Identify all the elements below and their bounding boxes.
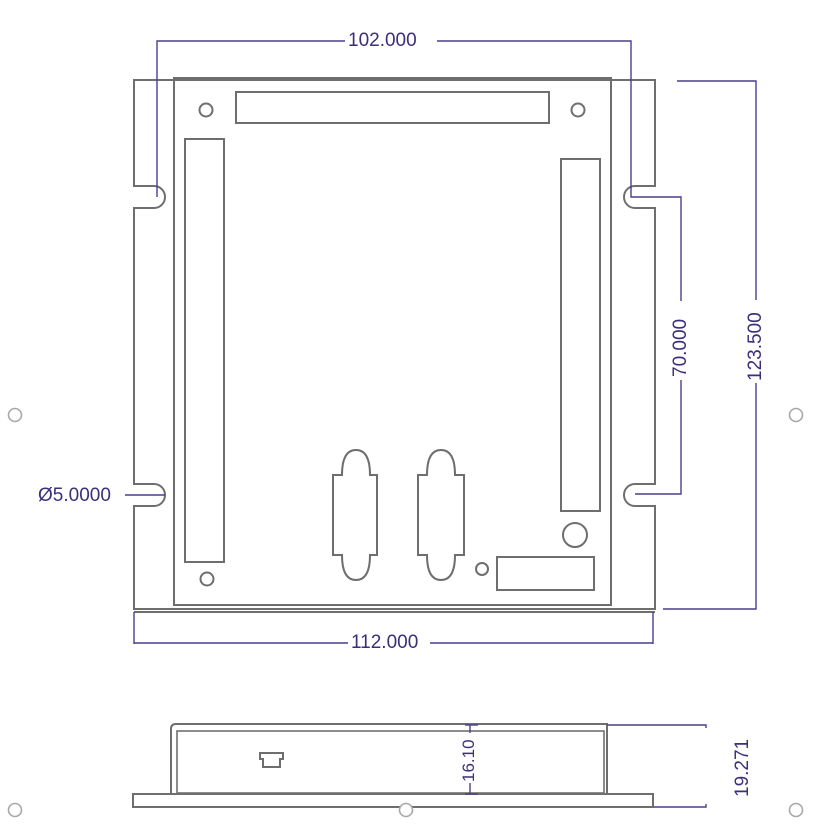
top-view: [125, 40, 757, 644]
dimension-19-271: [607, 724, 707, 808]
mounting-hole-top-right: [570, 102, 586, 118]
db-connector-2: [417, 448, 465, 582]
handle-right-middle[interactable]: [788, 407, 804, 423]
top-header-connector: [235, 91, 550, 124]
led-hole: [475, 562, 489, 576]
dimension-102: [156, 40, 682, 301]
handle-bottom-center[interactable]: [398, 802, 414, 818]
dimension-16-10: [465, 724, 478, 795]
mounting-hole-bottom-left: [199, 571, 215, 587]
mounting-hole-top-left: [198, 102, 214, 118]
handle-bottom-right[interactable]: [788, 802, 804, 818]
label-19-271: 19.271: [732, 737, 753, 798]
dimension-70: [635, 380, 682, 495]
right-header-connector: [560, 158, 601, 512]
main-body: [173, 77, 612, 606]
label-102: 102.000: [347, 30, 418, 51]
selection-handles: [7, 407, 804, 818]
handle-bottom-left[interactable]: [7, 802, 23, 818]
label-16-10: 16.10: [459, 738, 478, 783]
left-header-connector: [184, 138, 225, 563]
usb-port: [259, 752, 284, 768]
bottom-right-connector: [496, 556, 595, 591]
dimension-123-5: [663, 80, 757, 610]
flange-outline: [133, 79, 656, 610]
large-hole-right: [562, 522, 588, 548]
label-70: 70.000: [670, 317, 691, 378]
side-body-inner: [176, 730, 605, 794]
side-body-outer: [170, 723, 608, 794]
label-112: 112.000: [350, 632, 420, 653]
label-123-5: 123.500: [745, 311, 766, 382]
side-base-plate: [132, 793, 654, 808]
handle-left-middle[interactable]: [7, 407, 23, 423]
db-connector-1: [332, 448, 378, 582]
dimension-112: [133, 612, 654, 644]
label-slot-diameter: Ø5.0000: [38, 485, 111, 506]
side-view: [132, 723, 707, 808]
